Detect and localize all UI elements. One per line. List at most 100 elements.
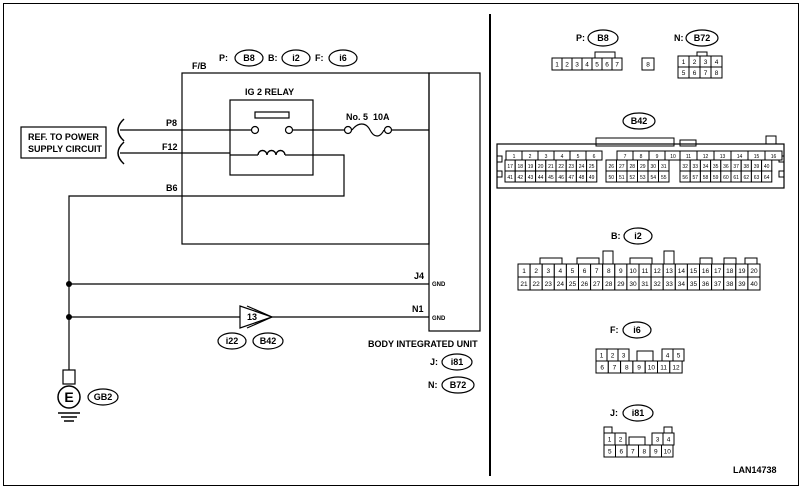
pin-number: 1 <box>600 352 604 359</box>
wire-label-j4: J4 <box>414 271 424 281</box>
pin-number: 33 <box>693 164 699 170</box>
pin-number: 27 <box>593 281 601 288</box>
pin-number: 35 <box>713 164 719 170</box>
unit-ref-key-j: J: <box>430 357 438 367</box>
wire-label-n1: N1 <box>412 304 424 314</box>
relay-outline <box>229 99 314 176</box>
ref-oval-i22 <box>217 332 247 350</box>
pin-number: 53 <box>640 175 646 181</box>
conn-key-p: P: <box>576 33 585 43</box>
pin-number: 26 <box>608 164 614 170</box>
pin-number: 41 <box>507 175 513 181</box>
pin-number: 21 <box>548 164 554 170</box>
conn-lock-tab <box>663 426 673 434</box>
pin-number: 23 <box>545 281 553 288</box>
pin-number: 8 <box>646 61 650 68</box>
pin-number: 23 <box>569 164 575 170</box>
pin-number: 57 <box>693 175 699 181</box>
b42-key-end <box>765 135 777 145</box>
pin-number: 27 <box>619 164 625 170</box>
ref-oval-b42 <box>252 332 284 350</box>
conn-key-j: J: <box>610 408 618 418</box>
pin-cell <box>747 276 761 291</box>
pin-number: 19 <box>738 268 746 275</box>
wire-label-p8: P8 <box>166 118 177 128</box>
pin-number: 28 <box>629 164 635 170</box>
pin-number: 37 <box>733 164 739 170</box>
pin-number: 4 <box>715 59 719 66</box>
pin-number: 24 <box>579 164 585 170</box>
ref-oval-i6 <box>328 49 358 67</box>
conn-lock-tab <box>744 257 758 265</box>
ground-conn-gb2: GB2 <box>94 392 113 402</box>
pin-number: 60 <box>723 175 729 181</box>
relay-contact-left <box>250 125 260 135</box>
ref-conn-i6: i6 <box>339 53 347 63</box>
conn-lock-tab <box>629 257 653 265</box>
pin-number: 18 <box>726 268 734 275</box>
pin-number: 34 <box>678 281 686 288</box>
pin-number: 11 <box>686 154 691 160</box>
pin-number: 8 <box>625 364 629 371</box>
pin-number: 64 <box>764 175 770 181</box>
joint-connector-inner <box>246 305 274 329</box>
pin-number: 16 <box>771 154 777 160</box>
ref-conn-i22: i22 <box>226 336 239 346</box>
pin-number: 15 <box>754 154 760 160</box>
pin-number: 43 <box>528 175 534 181</box>
ref-oval-i81 <box>441 353 473 371</box>
pin-number: 50 <box>608 175 614 181</box>
pin-number: 6 <box>583 268 587 275</box>
pin-number: 44 <box>538 175 544 181</box>
b42-key-mid <box>595 137 675 147</box>
gnd-label-j4: GND <box>432 282 446 288</box>
pin-number: 15 <box>690 268 698 275</box>
pin-number: 12 <box>703 154 709 160</box>
fuse-terminal-left <box>343 125 353 135</box>
pin-number: 9 <box>654 448 658 455</box>
pin-number: 11 <box>642 268 649 275</box>
pin-number: 1 <box>682 59 686 66</box>
pin-number: 36 <box>702 281 710 288</box>
conn-oval-b8 <box>587 29 619 47</box>
power-ref-line1: REF. TO POWER <box>28 132 99 142</box>
connector-arrow-icon <box>117 118 125 142</box>
pin-number: 19 <box>528 164 534 170</box>
pin-number: 3 <box>545 154 548 160</box>
pin-number: 7 <box>704 70 708 77</box>
pin-number: 32 <box>682 164 688 170</box>
pin-number: 51 <box>619 175 625 181</box>
pin-number: 10 <box>664 448 672 455</box>
wire-b6 <box>68 195 182 384</box>
pin-number: 4 <box>559 268 563 275</box>
pin-number: 20 <box>538 164 544 170</box>
pin-number: 8 <box>607 268 611 275</box>
fuse-box-outline <box>181 72 430 245</box>
fuse-rating: 10A <box>373 112 390 122</box>
pin-number: 39 <box>738 281 746 288</box>
conn-key-f: F: <box>610 325 619 335</box>
pin-number: 38 <box>726 281 734 288</box>
pin-cell <box>764 150 783 161</box>
pin-number: 5 <box>608 448 612 455</box>
pin-number: 2 <box>611 352 615 359</box>
pin-number: 54 <box>650 175 656 181</box>
unit-ref-conn-i81: i81 <box>451 357 464 367</box>
pin-number: 1 <box>513 154 516 160</box>
pin-number: 37 <box>714 281 722 288</box>
pin-number: 25 <box>569 281 577 288</box>
pin-number: 10 <box>648 364 656 371</box>
ref-conn-b8: B8 <box>243 53 255 63</box>
fuse-icon <box>351 123 385 137</box>
b42-latch-right-2 <box>778 170 785 178</box>
pin-number: 6 <box>600 364 604 371</box>
pin-number: 5 <box>571 268 575 275</box>
pin-number: 48 <box>579 175 585 181</box>
pin-number: 12 <box>672 364 680 371</box>
pin-number: 13 <box>720 154 726 160</box>
pin-number: 7 <box>631 448 635 455</box>
pin-number: 35 <box>690 281 698 288</box>
b42-latch-left-2 <box>496 170 503 178</box>
